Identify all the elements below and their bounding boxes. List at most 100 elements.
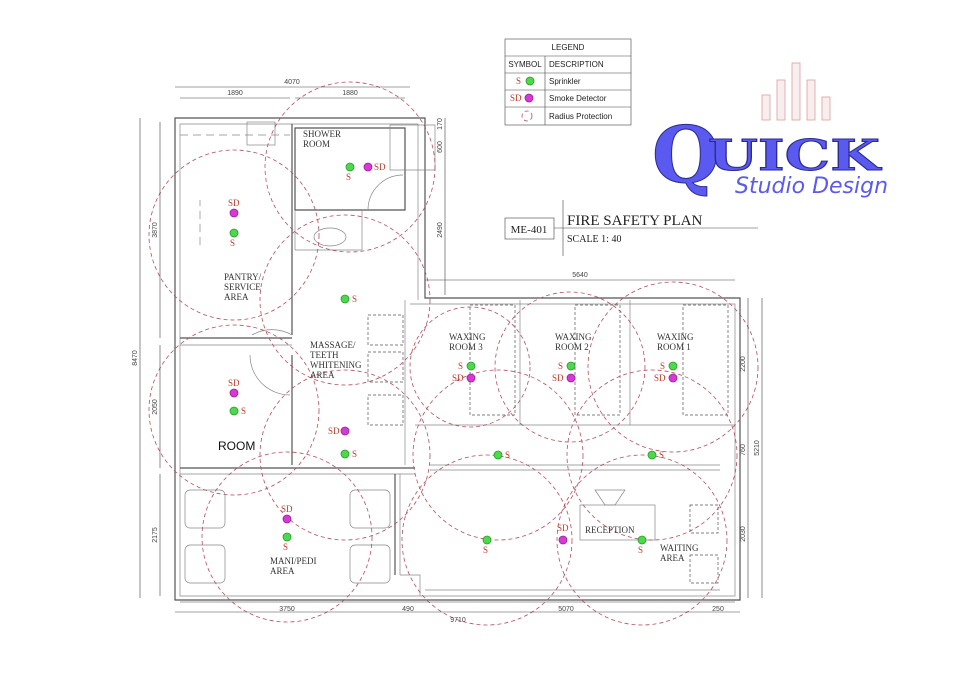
- sprinkler: S: [340, 449, 357, 459]
- svg-text:S: S: [659, 450, 664, 460]
- sprinkler: S: [660, 361, 678, 371]
- label-waxing2-2: ROOM 2: [555, 342, 589, 352]
- label-manipedi-1: MANI/PEDI: [270, 556, 317, 566]
- dim-bottom-total: 9710: [450, 617, 466, 624]
- svg-text:S: S: [660, 361, 665, 371]
- sprinkler-icon: [525, 76, 535, 86]
- sprinkler: S: [282, 532, 292, 552]
- label-pantry-1: PANTRY/: [224, 272, 262, 282]
- legend-sprinkler-symbol: S: [516, 76, 521, 86]
- svg-text:SD: SD: [654, 373, 666, 383]
- smoke-detector: SD: [552, 373, 576, 383]
- legend-title: LEGEND: [552, 43, 585, 52]
- legend-table: LEGEND SYMBOL DESCRIPTION S Sprinkler SD…: [504, 38, 632, 126]
- label-massage-2: TEETH: [310, 350, 339, 360]
- label-massage-3: WHITENING: [310, 360, 362, 370]
- drawing-scale: SCALE 1: 40: [567, 234, 621, 245]
- dim-top-total: 4070: [284, 79, 300, 86]
- furniture: [184, 121, 729, 584]
- svg-text:SD: SD: [281, 504, 293, 514]
- legend-smoke-symbol: SD: [510, 93, 522, 103]
- dim-bottom-4: 250: [712, 606, 724, 613]
- dim-right-top1: 170: [437, 118, 444, 130]
- svg-text:SD: SD: [452, 373, 464, 383]
- svg-text:S: S: [458, 361, 463, 371]
- drawing-code: ME-401: [511, 224, 548, 236]
- legend-col-description: DESCRIPTION: [549, 60, 604, 69]
- sprinklers: S S S S S S S S S S S S S: [229, 162, 678, 555]
- svg-text:S: S: [352, 294, 357, 304]
- dim-top-right: 1880: [342, 90, 358, 97]
- label-shower-room-2: ROOM: [303, 139, 330, 149]
- sprinkler: S: [493, 450, 510, 460]
- svg-text:SD: SD: [228, 198, 240, 208]
- svg-text:S: S: [241, 406, 246, 416]
- dim-left-3: 2175: [152, 527, 159, 543]
- label-waxing1-2: ROOM 1: [657, 342, 691, 352]
- radius-protection-circles: [148, 81, 759, 626]
- dimension-lines: 4070 1890 1880 5640 3750 490 5070 250 97…: [132, 79, 763, 624]
- sprinkler: S: [340, 294, 357, 304]
- label-pantry-3: AREA: [224, 292, 249, 302]
- dim-right-top3: 2490: [437, 222, 444, 238]
- dim-bottom-3: 5070: [558, 606, 574, 613]
- svg-text:S: S: [230, 238, 235, 248]
- logo-tagline: Studio Design: [735, 174, 888, 199]
- smoke-detector: SD: [363, 162, 386, 172]
- smoke-detector: SD: [228, 378, 240, 398]
- label-shower-room-1: SHOWER: [303, 129, 341, 139]
- sprinkler: S: [458, 361, 476, 371]
- label-pantry-2: SERVICE: [224, 282, 261, 292]
- legend-radius-label: Radius Protection: [549, 112, 612, 121]
- svg-text:S: S: [346, 172, 351, 182]
- svg-text:SD: SD: [552, 373, 564, 383]
- smoke-detector: SD: [281, 504, 293, 524]
- svg-text:S: S: [638, 545, 643, 555]
- dim-mid-top: 5640: [572, 272, 588, 279]
- sprinkler: S: [229, 228, 239, 248]
- svg-text:S: S: [483, 545, 488, 555]
- sprinkler: S: [558, 361, 576, 371]
- dim-right-top2: 600: [437, 141, 444, 153]
- label-reception: RECEPTION: [585, 525, 635, 535]
- sprinkler: S: [482, 535, 492, 555]
- radius-protection-icon: [521, 110, 533, 122]
- svg-text:SD: SD: [228, 378, 240, 388]
- svg-text:SD: SD: [328, 426, 340, 436]
- label-waiting-2: AREA: [660, 553, 685, 563]
- legend-col-symbol: SYMBOL: [508, 60, 542, 69]
- dim-right-2: 760: [740, 444, 747, 456]
- sprinkler: S: [229, 406, 246, 416]
- dim-right-total: 5210: [754, 440, 761, 456]
- svg-text:SD: SD: [374, 162, 386, 172]
- dim-right-1: 2200: [740, 356, 747, 372]
- sprinkler: S: [345, 162, 355, 182]
- title-block: ME-401 FIRE SAFETY PLAN SCALE 1: 40: [504, 200, 758, 256]
- dim-left-1: 3870: [152, 222, 159, 238]
- smoke-detector-icon: [524, 93, 534, 103]
- smoke-detector: SD: [228, 198, 240, 218]
- label-manipedi-2: AREA: [270, 566, 295, 576]
- svg-text:S: S: [283, 542, 288, 552]
- sprinkler: S: [637, 535, 647, 555]
- label-massage-4: AREA: [310, 370, 335, 380]
- label-waxing3-2: ROOM 3: [449, 342, 483, 352]
- label-massage-1: MASSAGE/: [310, 340, 356, 350]
- quick-studio-logo: Q UICK Studio Design: [652, 62, 888, 202]
- label-waxing2-1: WAXING: [555, 332, 592, 342]
- svg-text:S: S: [558, 361, 563, 371]
- label-room: ROOM: [218, 439, 255, 453]
- dim-bottom-2: 490: [402, 606, 414, 613]
- svg-text:S: S: [352, 449, 357, 459]
- dim-top-left: 1890: [227, 90, 243, 97]
- label-waxing1-1: WAXING: [657, 332, 694, 342]
- smoke-detectors: SD SD SD SD SD SD SD SD SD: [228, 162, 678, 545]
- dim-left-2: 2050: [152, 399, 159, 415]
- drawing-title: FIRE SAFETY PLAN: [567, 213, 702, 229]
- smoke-detector: SD: [654, 373, 678, 383]
- logo-word: UICK: [708, 131, 882, 180]
- dim-bottom-1: 3750: [279, 606, 295, 613]
- smoke-detector: SD: [557, 523, 569, 545]
